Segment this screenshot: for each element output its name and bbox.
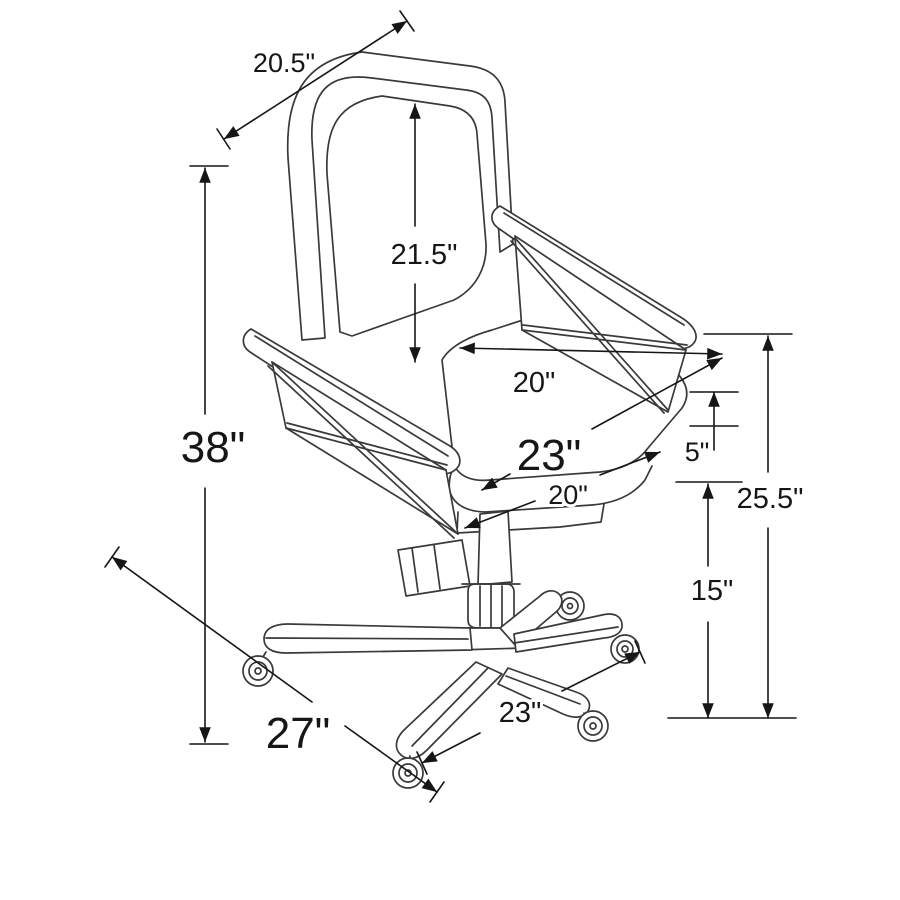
caster-left	[242, 651, 274, 687]
dim-cushion-thickness: 5"	[682, 391, 739, 470]
dim-back-height: 21.5"	[388, 103, 460, 363]
dim-seat-depth: 20"	[459, 342, 723, 402]
dim-armrest-width-label: 23"	[517, 431, 582, 480]
base-leg-front	[395, 661, 503, 760]
dim-seat-width: 20"	[464, 451, 661, 529]
caster-front-right	[577, 710, 609, 742]
chair-left-armrest	[242, 328, 461, 539]
chair-right-armrest	[491, 205, 697, 414]
base-leg-rear	[499, 590, 563, 647]
dim-back-width: 20.5"	[216, 10, 415, 150]
dim-base-clearance: 15"	[667, 481, 797, 719]
pedestal-column	[477, 510, 513, 586]
dim-overall-depth: 27"	[104, 546, 445, 803]
dim-base-clearance-label: 15"	[691, 575, 734, 607]
dim-base-width-label: 23"	[499, 697, 542, 729]
dim-cushion-thickness-label: 5"	[685, 437, 710, 467]
dim-overall-height: 38"	[178, 165, 248, 745]
chair-base	[242, 590, 640, 789]
dim-seat-depth-label: 20"	[513, 367, 556, 399]
dim-base-width: 23"	[416, 640, 646, 775]
base-leg-right	[513, 613, 623, 653]
right-arm-x-panel	[514, 235, 687, 413]
chair-illustration	[242, 51, 697, 789]
caster-rear	[555, 591, 585, 621]
dim-overall-depth-label: 27"	[266, 709, 331, 758]
dim-seat-width-label: 20"	[548, 480, 588, 510]
right-arm-x-braces	[510, 237, 688, 414]
dim-back-height-label: 21.5"	[391, 239, 458, 271]
dim-seat-height-label: 25.5"	[737, 483, 804, 515]
dim-overall-height-label: 38"	[181, 423, 246, 472]
dim-back-width-label: 20.5"	[253, 48, 315, 78]
backrest-cushion	[326, 95, 487, 337]
dim-seat-height: 25.5"	[703, 333, 806, 719]
seat-cushion-side	[448, 465, 653, 513]
dim-armrest-width: 23"	[481, 357, 723, 491]
dimension-annotations: 20.5" 21.5" 38" 20" 23" 20"	[104, 10, 806, 803]
left-arm-x-braces	[267, 361, 459, 539]
chair-backrest	[286, 51, 514, 341]
